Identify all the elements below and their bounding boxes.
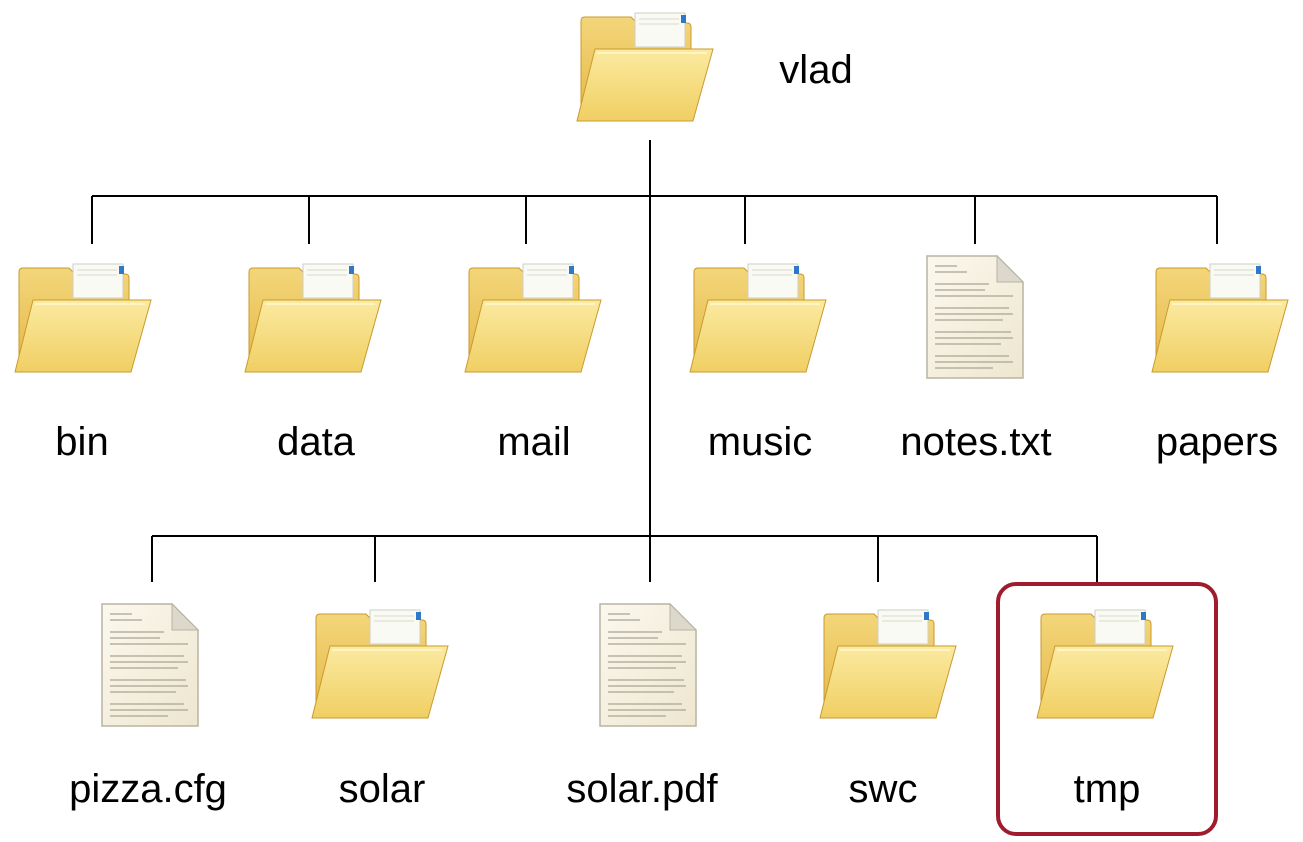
node-label: mail — [497, 420, 571, 464]
node-label: bin — [55, 420, 109, 464]
folder-icon — [576, 12, 714, 122]
folder-icon — [244, 263, 382, 373]
folder-icon — [311, 609, 449, 719]
root-label: vlad — [779, 48, 853, 92]
selection-highlight — [996, 582, 1218, 836]
folder-icon — [1151, 263, 1289, 373]
node-label: notes.txt — [900, 420, 1052, 464]
folder-icon — [689, 263, 827, 373]
folder-icon — [1036, 609, 1174, 719]
node-label: pizza.cfg — [69, 767, 227, 811]
node-label: solar — [338, 767, 426, 811]
document-icon — [599, 603, 697, 727]
node-label: papers — [1155, 420, 1279, 464]
document-icon — [101, 603, 199, 727]
folder-icon — [464, 263, 602, 373]
node-label: solar.pdf — [566, 767, 718, 811]
document-icon — [926, 255, 1024, 379]
folder-icon — [14, 263, 152, 373]
folder-icon — [819, 609, 957, 719]
node-label: tmp — [1073, 767, 1141, 811]
node-label: swc — [848, 767, 918, 811]
node-label: music — [707, 420, 813, 464]
node-label: data — [277, 420, 355, 464]
